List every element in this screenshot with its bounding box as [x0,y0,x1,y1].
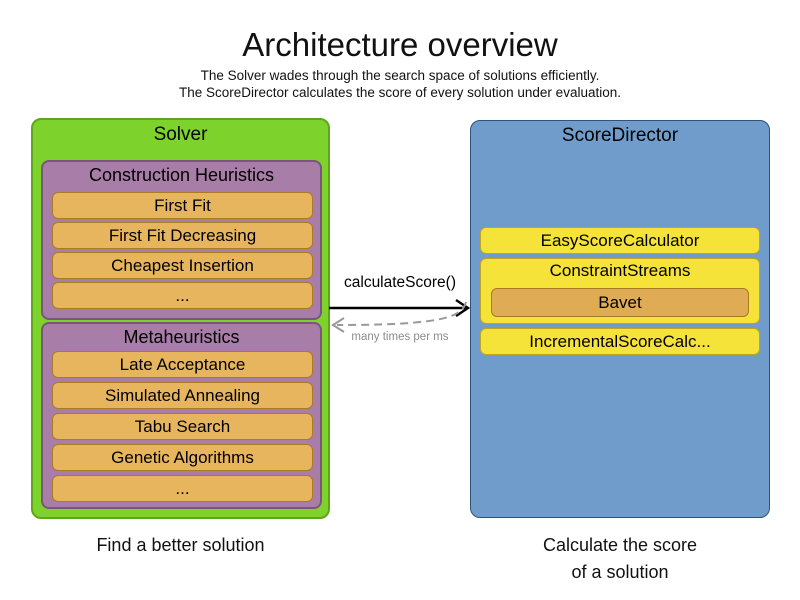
connection-arrows [329,299,471,333]
metaheuristics-group: Metaheuristics Late Acceptance Simulated… [41,322,322,509]
score-director-title: ScoreDirector [561,125,679,146]
construction-heuristics-group: Construction Heuristics First Fit First … [41,160,322,320]
algorithm-item: Late Acceptance [52,351,313,378]
score-director-box: ScoreDirector EasyScoreCalculator Constr… [470,120,770,518]
bavet-item: Bavet [491,288,749,317]
algorithm-item: Cheapest Insertion [52,252,313,279]
solver-box: Solver Construction Heuristics First Fit… [31,118,330,519]
algorithm-item: Genetic Algorithms [52,444,313,471]
easy-score-calculator-item: EasyScoreCalculator [480,227,760,254]
algorithm-item: Simulated Annealing [52,382,313,409]
solver-title: Solver [153,124,208,145]
algorithm-item-ellipsis: ... [52,475,313,502]
frequency-label: many times per ms [351,331,449,343]
score-director-caption: Calculate the score of a solution [470,532,770,586]
subtitle-line-1: The Solver wades through the search spac… [200,68,600,83]
feedback-arrow [331,301,467,333]
subtitle-line-2: The ScoreDirector calculates the score o… [179,85,621,100]
constraint-streams-item: ConstraintStreams Bavet [480,258,760,324]
incremental-score-calculator-item: IncrementalScoreCalc... [480,328,760,355]
calculate-score-label: calculateScore() [344,274,456,291]
calculate-score-arrow [329,299,471,317]
solver-caption: Find a better solution [96,535,265,555]
score-director-caption-line-2: of a solution [571,562,669,582]
algorithm-item: First Fit Decreasing [52,222,313,249]
algorithm-item: First Fit [52,192,313,219]
construction-heuristics-title: Construction Heuristics [88,165,275,185]
page-title: Architecture overview [242,26,558,63]
algorithm-item: Tabu Search [52,413,313,440]
algorithm-item-ellipsis: ... [52,282,313,309]
metaheuristics-title: Metaheuristics [123,327,240,347]
constraint-streams-label: ConstraintStreams [549,261,691,280]
score-director-caption-line-1: Calculate the score [542,535,698,555]
